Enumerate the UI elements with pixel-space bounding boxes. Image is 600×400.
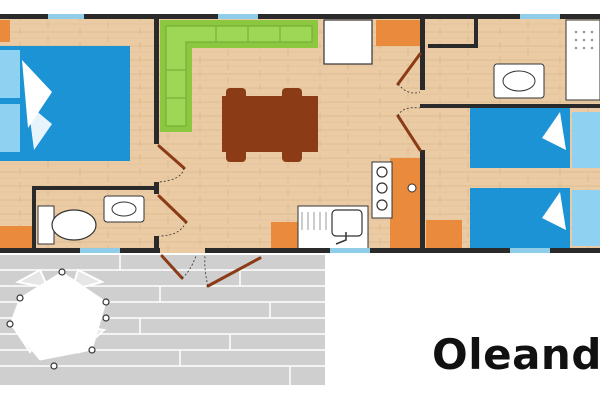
dining-table-icon: [222, 88, 318, 162]
shower-icon: [565, 19, 600, 101]
sink-icon-2: [493, 63, 545, 99]
kitchen-sink-icon: [297, 205, 369, 251]
double-bed-icon: [0, 46, 130, 161]
sofa-icon: [160, 20, 318, 132]
twin-beds-icon: [470, 108, 600, 248]
model-title: Oleandr: [432, 330, 600, 379]
doors: [157, 52, 422, 288]
patio-table-icon: [6, 268, 110, 370]
toilet-icon: [37, 205, 97, 245]
sink-icon: [103, 195, 145, 223]
cabinets: [0, 20, 462, 251]
fridge-icon: [323, 19, 373, 65]
stove-icon: [371, 161, 417, 219]
windows: [48, 14, 560, 253]
